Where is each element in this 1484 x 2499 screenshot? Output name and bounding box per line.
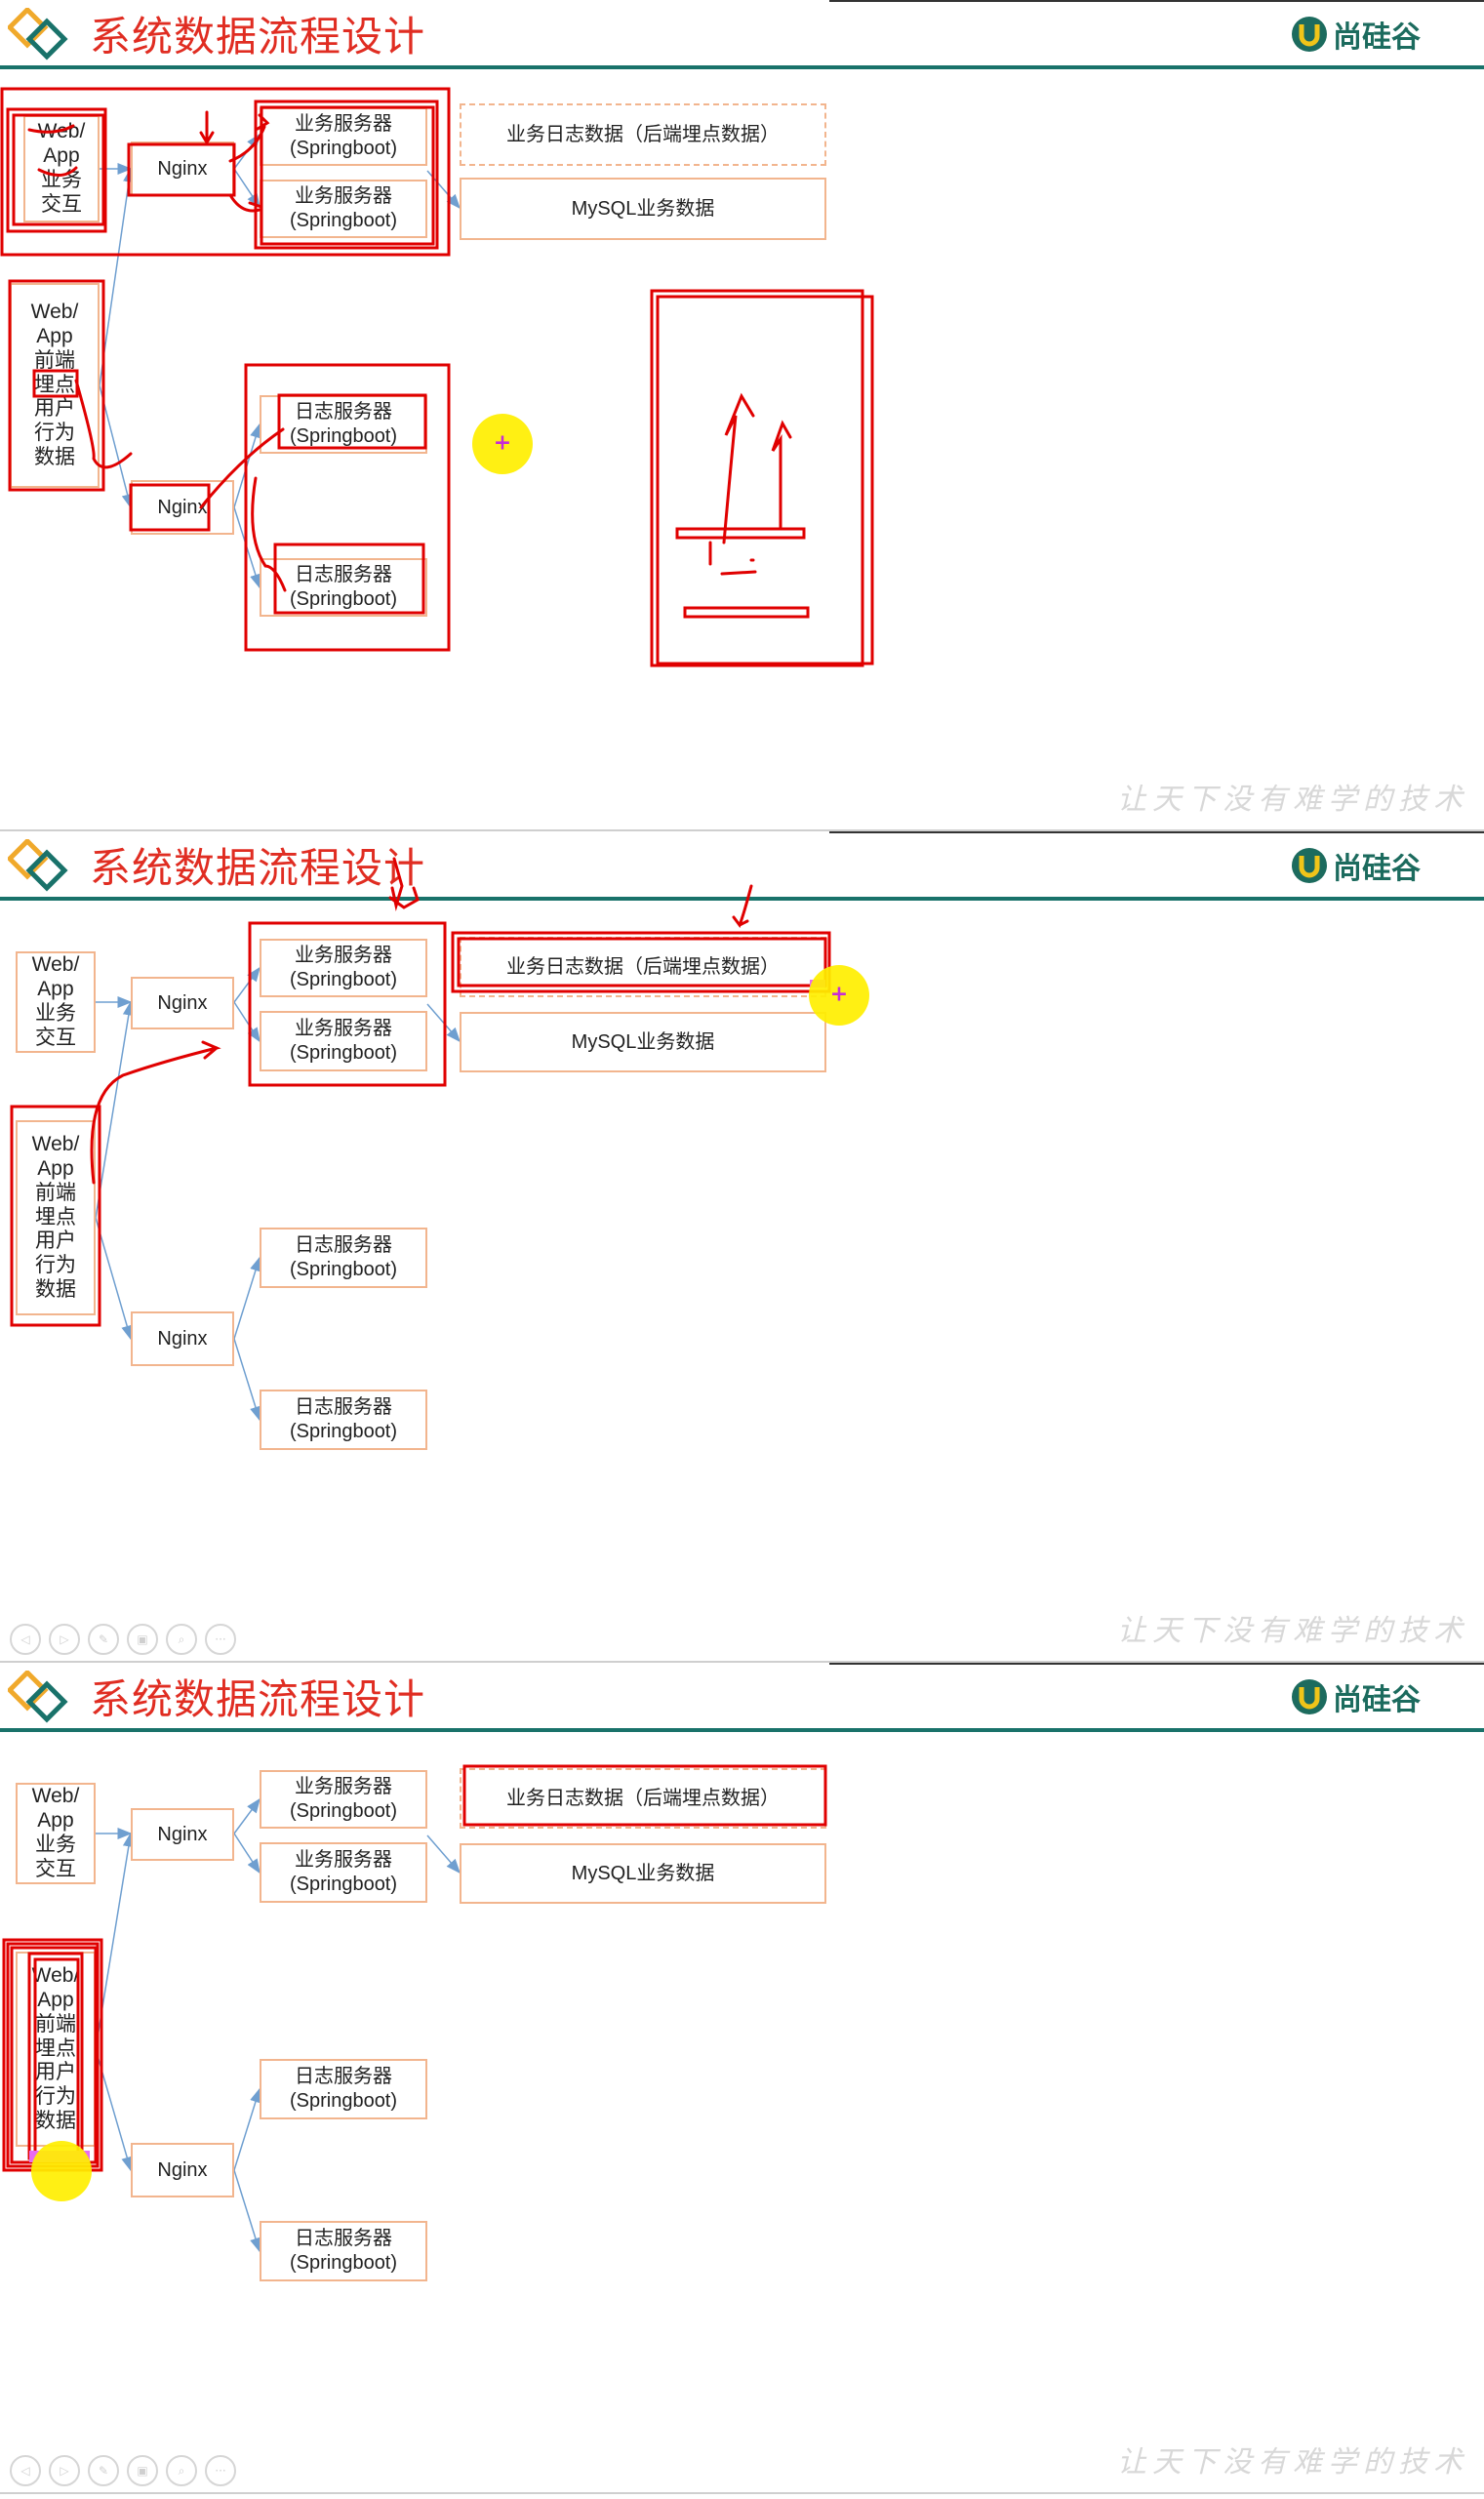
mysql-data-node: MySQL业务数据 [460,178,826,240]
prev-slide-button[interactable]: ◁ [10,1624,41,1655]
header-line [0,65,1484,69]
top-rule [829,1663,1484,1665]
log-server-node: 日志服务器 (Springboot) [260,2221,427,2281]
red-annotations [0,87,874,667]
slideshow-controls[interactable]: ◁ ▷ ✎ ▣ ⌕ ··· [10,1624,236,1655]
watermark: 让天下没有难学的技术 [1117,2445,1468,2479]
slideshow-controls[interactable]: ◁ ▷ ✎ ▣ ⌕ ··· [10,2455,236,2486]
next-slide-button[interactable]: ▷ [49,1624,80,1655]
brand-logo: 尚硅谷 [1290,12,1421,57]
brand-name: 尚硅谷 [1333,20,1421,55]
slide-title: 系统数据流程设计 [90,13,426,60]
log-server-node: 日志服务器 (Springboot) [260,558,427,617]
client-tracking-node: Web/ App 前端 埋点 用户 行为 数据 [16,1120,96,1315]
log-server-node: 日志服务器 (Springboot) [260,2059,427,2119]
brand-u-icon [1292,17,1327,52]
brand-logo: 尚硅谷 [1290,843,1421,888]
client-tracking-node: Web/ App 前端 埋点 用户 行为 数据 [10,283,100,488]
brand-name: 尚硅谷 [1333,852,1421,886]
biz-server-node: 业务服务器 (Springboot) [260,1770,427,1829]
slides-overview-button[interactable]: ▣ [127,1624,158,1655]
slide-title: 系统数据流程设计 [90,1675,426,1723]
watermark: 让天下没有难学的技术 [1117,783,1468,817]
biz-server-node: 业务服务器 (Springboot) [260,1011,427,1071]
pen-tool-button[interactable]: ✎ [88,1624,119,1655]
laser-pointer: + [472,414,533,474]
logo-diamond-icon [8,8,68,60]
biz-log-data-node: 业务日志数据（后端埋点数据） [460,103,826,166]
red-annotations [10,857,831,1327]
pen-tool-button[interactable]: ✎ [88,2455,119,2486]
nginx-node-top: Nginx [131,1808,234,1861]
brand-name: 尚硅谷 [1333,1683,1421,1717]
laser-pointer: + [809,965,869,1026]
brand-logo: 尚硅谷 [1290,1674,1421,1719]
biz-server-node: 业务服务器 (Springboot) [260,939,427,997]
zoom-button[interactable]: ⌕ [166,2455,197,2486]
log-server-node: 日志服务器 (Springboot) [260,1228,427,1288]
slides-overview-button[interactable]: ▣ [127,2455,158,2486]
header-line [0,1728,1484,1732]
header-line [0,897,1484,901]
biz-log-data-node: 业务日志数据（后端埋点数据） [460,1768,826,1829]
more-options-button[interactable]: ··· [205,2455,236,2486]
slide-3: 系统数据流程设计 尚硅谷 Web/ App 业务 交互 Web/ App 前端 … [0,1663,1484,2494]
top-rule [829,0,1484,2]
logo-diamond-icon [8,839,68,892]
nginx-node-bottom: Nginx [131,1311,234,1366]
prev-slide-button[interactable]: ◁ [10,2455,41,2486]
zoom-button[interactable]: ⌕ [166,1624,197,1655]
nginx-node-bottom: Nginx [131,2143,234,2197]
slide-1: 系统数据流程设计 尚硅谷 Web/ App 业务 交互 Web/ App 前端 … [0,0,1484,831]
top-rule [829,831,1484,833]
mysql-data-node: MySQL业务数据 [460,1012,826,1072]
mysql-data-node: MySQL业务数据 [460,1843,826,1904]
nginx-node-top: Nginx [131,141,234,196]
laser-pointer [31,2141,92,2201]
flow-arrows [95,966,461,1422]
red-annotations [2,1764,827,2172]
more-options-button[interactable]: ··· [205,1624,236,1655]
slide-2: 系统数据流程设计 尚硅谷 Web/ App 业务 交互 Web/ App 前端 … [0,831,1484,1663]
brand-u-icon [1292,848,1327,883]
nginx-node-top: Nginx [131,977,234,1029]
biz-server-node: 业务服务器 (Springboot) [260,1842,427,1903]
logo-diamond-icon [8,1671,68,1723]
client-business-node: Web/ App 业务 交互 [16,951,96,1053]
brand-u-icon [1292,1679,1327,1714]
biz-log-data-node: 业务日志数据（后端埋点数据） [460,937,826,997]
next-slide-button[interactable]: ▷ [49,2455,80,2486]
biz-server-node: 业务服务器 (Springboot) [260,107,427,166]
slide-title: 系统数据流程设计 [90,844,426,892]
watermark: 让天下没有难学的技术 [1117,1614,1468,1648]
client-business-node: Web/ App 业务 交互 [16,1783,96,1884]
log-server-node: 日志服务器 (Springboot) [260,1390,427,1450]
